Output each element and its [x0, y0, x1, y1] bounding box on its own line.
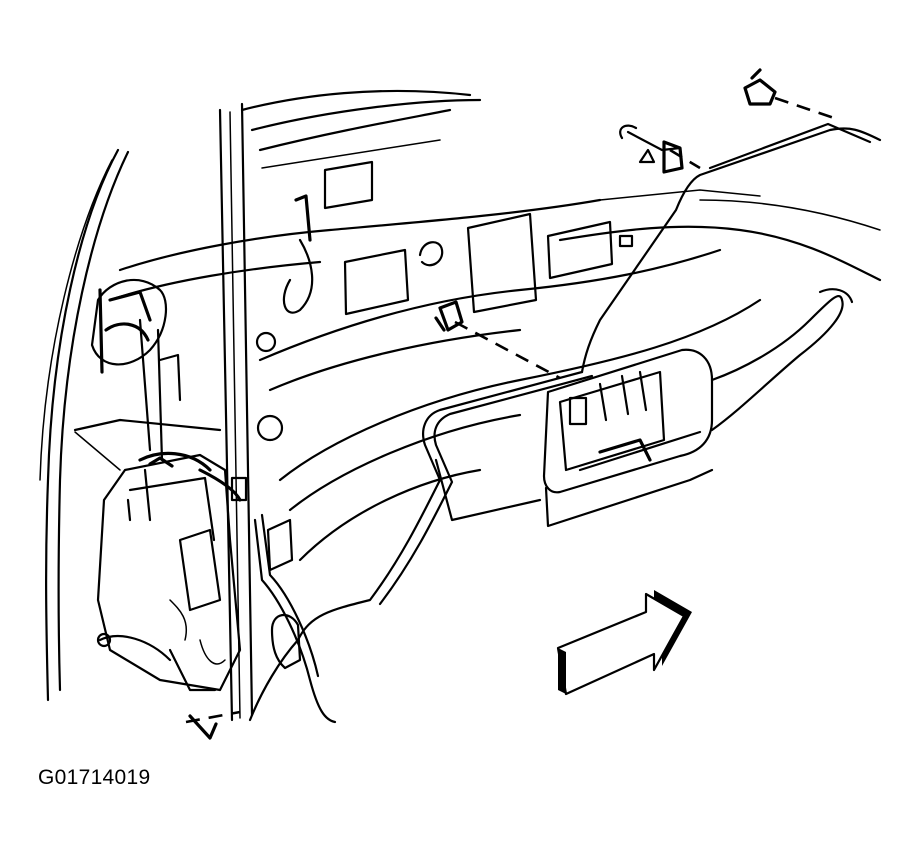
door-latch-assembly [96, 451, 248, 692]
inside-door-handle [542, 288, 854, 528]
panel-cutouts [323, 160, 634, 316]
inner-door-panel [73, 89, 882, 562]
figure-id-label: G01714019 [38, 766, 151, 789]
lock-rod-upper-assembly [90, 194, 314, 462]
assembly-leader-lines [185, 96, 841, 724]
inside-handle-rod [248, 122, 882, 722]
door-outer-frame [39, 102, 254, 722]
front-direction-arrow [556, 590, 692, 696]
fastener-clips [188, 68, 777, 740]
lock-rod [253, 513, 337, 724]
